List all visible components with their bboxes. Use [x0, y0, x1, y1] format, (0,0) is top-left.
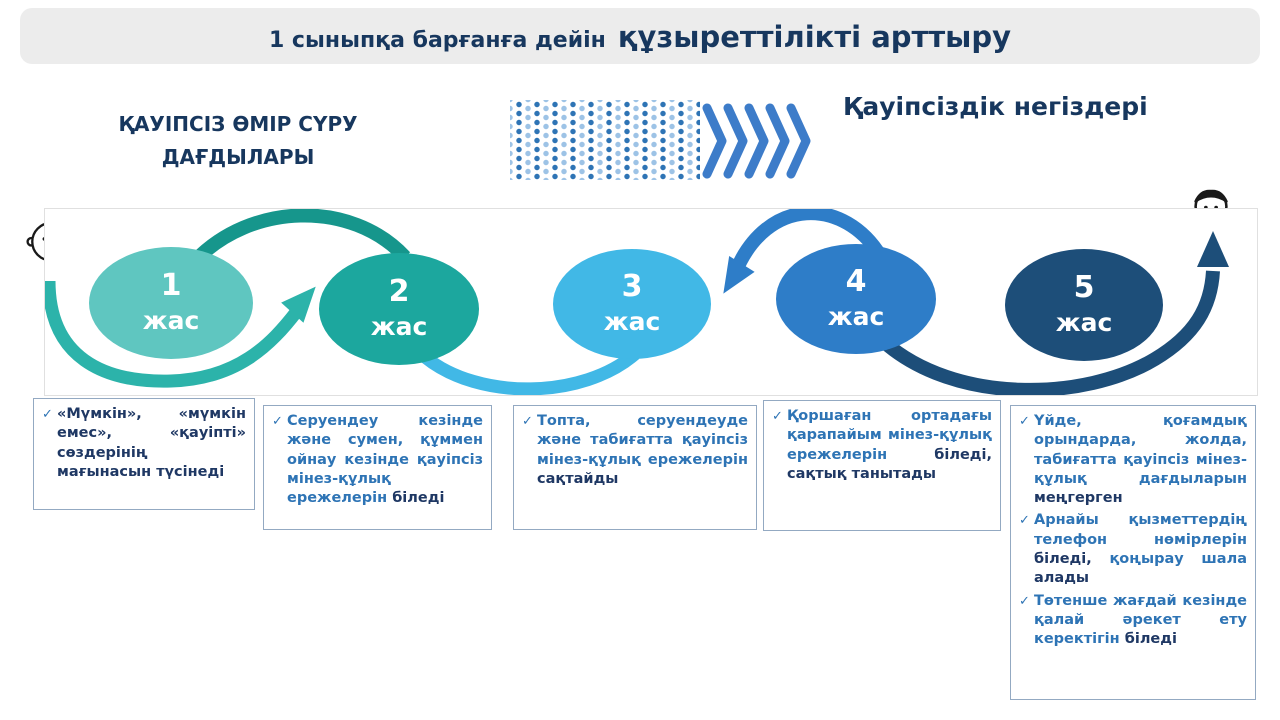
note-text: Арнайы қызметтердің телефон нөмірлерін: [1034, 512, 1247, 548]
chevron: [765, 103, 790, 179]
note-box-1: ✓ «Мүмкін», «мүмкін емес», «қауіпті» сөзд…: [33, 398, 255, 510]
note-box-5: ✓ Үйде, қоғамдық орындарда, жолда, табиға…: [1010, 405, 1256, 700]
stage-5-unit: жас: [1056, 308, 1113, 337]
note-item: ✓Төтенше жағдай кезінде қалай әрекет ету…: [1019, 592, 1247, 650]
stage-3-number: 3: [622, 269, 643, 304]
arc-under-stage2-3: [420, 348, 640, 395]
arc-under-stage1: [45, 280, 303, 388]
stage-4: 4 жас: [776, 244, 936, 354]
title-banner: 1 сыныпқа барғанға дейін құзыреттілікті …: [20, 8, 1260, 64]
note-text-emphasis: біледі: [1124, 631, 1177, 648]
note-text-emphasis: біледі,: [1034, 550, 1092, 567]
note-text: Төтенше жағдай кезінде қалай әрекет ету …: [1034, 592, 1247, 648]
note-item: ✓ Қоршаған ортадағы қарапайым мінез-құлық…: [772, 407, 992, 484]
arc-under-stage4-5: [878, 270, 1220, 395]
note-item: ✓ Серуендеу кезінде және сумен, құммен ой…: [272, 412, 483, 508]
note-text-emphasis: сақтық танытады: [787, 465, 936, 482]
stage-4-unit: жас: [828, 302, 885, 331]
stage-3-unit: жас: [604, 307, 661, 336]
stage-1-number: 1: [161, 268, 182, 303]
note-text: Серуендеу кезінде және сумен, құммен ойн…: [287, 413, 483, 507]
note-box-4: ✓ Қоршаған ортадағы қарапайым мінез-құлық…: [763, 400, 1001, 531]
stage-5: 5 жас: [1005, 249, 1163, 361]
check-icon: ✓: [272, 414, 283, 429]
check-icon: ✓: [42, 407, 53, 422]
note-text-emphasis: түсінеді: [156, 463, 225, 480]
note-text: қоңырау шала: [1091, 550, 1247, 567]
check-icon: ✓: [1019, 414, 1030, 429]
arc-over-stage3-4: [728, 209, 887, 276]
note-text-emphasis: сақтайды: [537, 470, 619, 487]
check-icon: ✓: [1019, 513, 1030, 529]
timeline-panel: 1 жас 2 жас 3 жас 4 жас 5 жас: [44, 208, 1258, 396]
note-text: Үйде, қоғамдық орындарда, жолда, табиғат…: [1034, 413, 1247, 487]
note-text: «Мүмкін», «мүмкін емес», «қауіпті» сөзде…: [57, 406, 246, 480]
chevron-arrows-icon: [702, 103, 811, 179]
arrow-head-teal: [281, 286, 316, 323]
stage-2: 2 жас: [319, 253, 479, 365]
title-prefix: 1 сыныпқа барғанға дейін: [268, 28, 606, 53]
stage-1-unit: жас: [143, 306, 200, 335]
chevron: [744, 103, 769, 179]
stage-1: 1 жас: [89, 247, 253, 359]
chevron: [723, 103, 748, 179]
stage-2-number: 2: [389, 274, 410, 309]
left-heading-line1: ҚАУІПСІЗ ӨМІР СҮРУ: [118, 112, 358, 136]
arrow-head-blue: [723, 256, 755, 294]
arrow-head-navy: [1197, 231, 1229, 267]
left-heading-line2: ДАҒДЫЛАРЫ: [161, 145, 315, 169]
note-text-emphasis: біледі: [392, 490, 445, 507]
note-text: Топта, серуендеуде және табиғатта қауіпс…: [537, 413, 748, 468]
stage-4-circle: [776, 244, 936, 354]
note-item: ✓ Топта, серуендеуде және табиғатта қауіп…: [522, 412, 748, 489]
stage-2-circle: [319, 253, 479, 365]
stage-1-circle: [89, 247, 253, 359]
chevron: [786, 103, 811, 179]
chevron: [702, 103, 727, 179]
right-heading: Қауіпсіздік негіздері: [843, 92, 1148, 121]
stage-5-circle: [1005, 249, 1163, 361]
check-icon: ✓: [1019, 593, 1030, 609]
check-icon: ✓: [522, 414, 533, 429]
note-text: Қоршаған ортадағы қарапайым мінез-құлық …: [787, 408, 992, 463]
title-emphasis: құзыреттілікті арттыру: [617, 20, 1012, 54]
stage-5-number: 5: [1074, 270, 1095, 305]
note-text-emphasis: меңгерген: [1034, 490, 1123, 507]
stage-3: 3 жас: [553, 249, 711, 359]
check-icon: ✓: [772, 409, 783, 424]
left-heading: ҚАУІПСІЗ ӨМІР СҮРУ ДАҒДЫЛАРЫ: [88, 108, 388, 174]
note-item: ✓Арнайы қызметтердің телефон нөмірлерін …: [1019, 511, 1247, 588]
note-item: ✓ Үйде, қоғамдық орындарда, жолда, табиға…: [1019, 412, 1247, 508]
stage-2-unit: жас: [371, 312, 428, 341]
stage-3-circle: [553, 249, 711, 359]
note-box-2: ✓ Серуендеу кезінде және сумен, құммен ой…: [263, 405, 492, 530]
dotted-arrow-pattern: [510, 100, 700, 180]
note-item: ✓ «Мүмкін», «мүмкін емес», «қауіпті» сөзд…: [42, 405, 246, 482]
stage-4-number: 4: [846, 264, 867, 299]
note-text-emphasis: алады: [1034, 570, 1090, 587]
note-box-3: ✓ Топта, серуендеуде және табиғатта қауіп…: [513, 405, 757, 530]
arc-over-stage1-2: [189, 209, 411, 266]
note-text-emphasis: біледі,: [934, 446, 992, 463]
